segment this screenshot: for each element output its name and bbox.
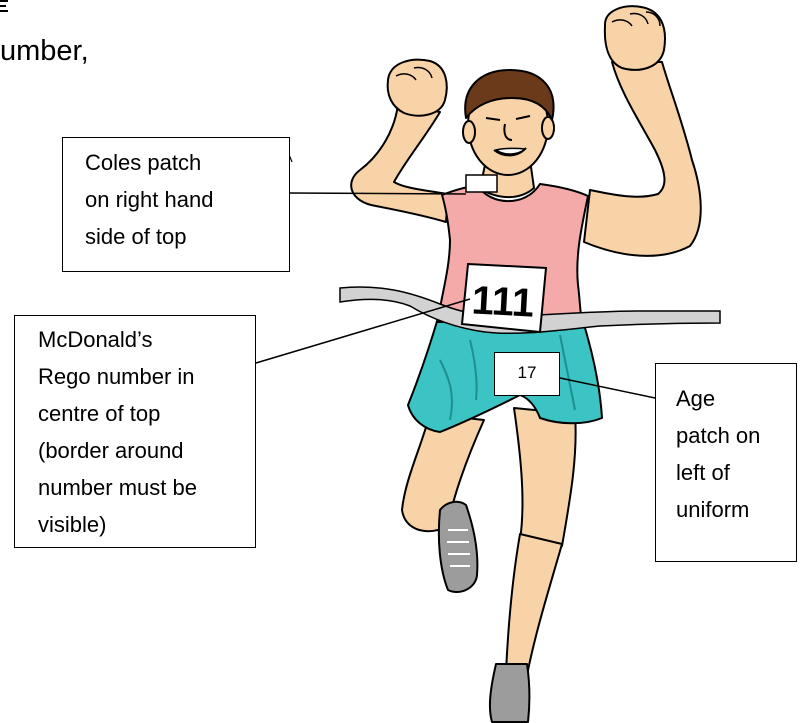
runner-right-thigh [514, 408, 576, 546]
callout-text-line: on right hand [85, 181, 289, 218]
callout-text-line: visible) [38, 506, 255, 543]
runner-ear-left [463, 121, 475, 143]
callout-text-line: uniform [676, 491, 796, 528]
coles-leader-line [290, 193, 466, 194]
callout-text-line: (border around [38, 432, 255, 469]
callout-coles-patch: Coles patch on right hand side of top [62, 137, 290, 272]
runner-right-shoe [490, 664, 529, 722]
callout-age-patch: Age patch on left of uniform [655, 363, 797, 562]
runner-right-arm [584, 62, 701, 256]
runner-left-shoe [439, 502, 478, 592]
callout-mcdonalds-rego: McDonald’s Rego number in centre of top … [14, 315, 256, 548]
callout-text-line: patch on [676, 417, 796, 454]
runner-left-arm [351, 104, 448, 222]
runner-right-shin [506, 534, 562, 675]
callout-text-line: centre of top [38, 395, 255, 432]
coles-patch [466, 175, 497, 192]
callout-text-line: Age [676, 380, 796, 417]
callout-text-line: Rego number in [38, 358, 255, 395]
callout-text-line: number must be [38, 469, 255, 506]
callout-text-line: Coles patch [85, 144, 289, 181]
age-patch-label: 17 [518, 363, 537, 382]
callout-text-line: side of top [85, 218, 289, 255]
callout-text-line: left of [676, 454, 796, 491]
callout-text-line: McDonald’s [38, 321, 255, 358]
age-patch-box: 17 [494, 352, 560, 396]
race-bib-number: 111 [471, 278, 536, 325]
